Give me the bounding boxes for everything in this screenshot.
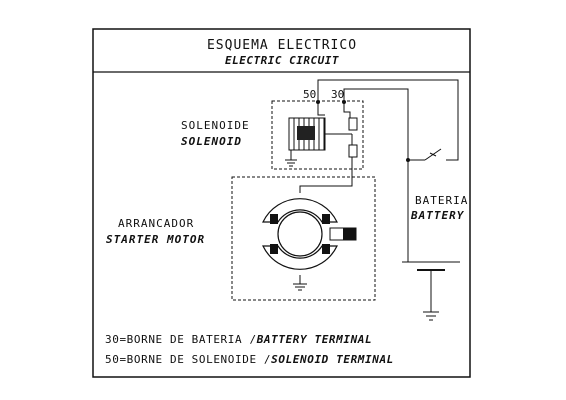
motor-pinion-fill bbox=[343, 228, 356, 240]
solenoid-coil bbox=[288, 117, 326, 151]
solenoid-ground-icon bbox=[285, 150, 297, 167]
solenoid-core bbox=[297, 126, 315, 140]
legend-line-2-prefix: 50=BORNE DE SOLENOIDE / bbox=[105, 353, 271, 366]
terminal-30-label: 30 bbox=[331, 88, 344, 101]
motor-brush-tl bbox=[270, 214, 278, 224]
battery-label-en: BATTERY bbox=[410, 209, 465, 222]
diagram-title: ESQUEMA ELECTRICO bbox=[207, 38, 357, 53]
legend-line-2-en: SOLENOID TERMINAL bbox=[271, 353, 394, 366]
ignition-switch-icon bbox=[424, 148, 442, 161]
terminal-50-label: 50 bbox=[303, 88, 316, 101]
starter-motor-box bbox=[231, 176, 376, 301]
solenoid-motor-wire bbox=[299, 157, 353, 193]
battery-ground-icon bbox=[423, 311, 439, 321]
battery-icon bbox=[402, 261, 460, 312]
motor-brush-br bbox=[322, 244, 330, 254]
motor-upper-field bbox=[262, 198, 338, 223]
motor-brush-bl bbox=[270, 244, 278, 254]
main-wiring bbox=[317, 79, 459, 262]
solenoid-contact-lower bbox=[348, 144, 358, 158]
motor-ground-icon bbox=[293, 275, 307, 291]
solenoid-label: SOLENOIDE bbox=[181, 119, 250, 132]
diagram-border bbox=[92, 28, 471, 378]
battery-label: BATERIA bbox=[415, 194, 468, 207]
starter-label: ARRANCADOR bbox=[118, 217, 194, 230]
solenoid-wiring bbox=[317, 102, 353, 147]
motor-lower-field bbox=[262, 245, 338, 270]
motor-brush-tr bbox=[322, 214, 330, 224]
diagram-subtitle: ELECTRIC CIRCUIT bbox=[225, 54, 339, 67]
starter-label-en: STARTER MOTOR bbox=[106, 233, 205, 246]
junction-dot bbox=[406, 158, 410, 162]
legend-line-1: 30=BORNE DE BATERIA /BATTERY TERMINAL bbox=[105, 333, 372, 346]
legend-line-1-prefix: 30=BORNE DE BATERIA / bbox=[105, 333, 257, 346]
legend-line-2: 50=BORNE DE SOLENOIDE /SOLENOID TERMINAL bbox=[105, 353, 394, 366]
legend-line-1-en: BATTERY TERMINAL bbox=[256, 333, 373, 346]
solenoid-contact-upper bbox=[348, 117, 358, 131]
solenoid-label-en: SOLENOID bbox=[181, 135, 242, 148]
motor-armature bbox=[277, 211, 323, 257]
